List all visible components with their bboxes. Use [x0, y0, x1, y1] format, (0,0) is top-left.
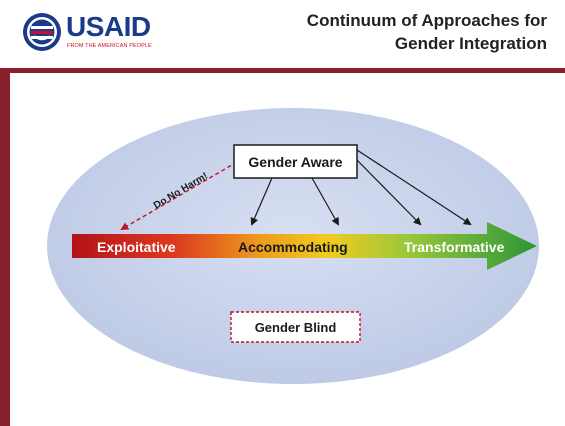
arrow-to-accommodating-left	[250, 177, 273, 226]
usaid-logo: USAID FROM THE AMERICAN PEOPLE	[22, 10, 162, 56]
gender-blind-label: Gender Blind	[255, 320, 337, 335]
continuum-label-accommodating: Accommodating	[238, 239, 348, 255]
continuum-label-transformative: Transformative	[404, 239, 505, 255]
usaid-seal-icon	[23, 13, 61, 51]
arrow-to-transformative-left	[356, 159, 422, 226]
dashed-arrow-to-exploitative	[120, 161, 238, 231]
logo-tagline: FROM THE AMERICAN PEOPLE	[67, 43, 152, 49]
arrow-to-transformative-right	[356, 149, 472, 226]
logo-wordmark: USAID	[66, 11, 151, 42]
arrow-to-accommodating-right	[311, 177, 339, 226]
header-divider	[0, 68, 565, 73]
title-line-1: Continuum of Approaches for	[306, 11, 547, 30]
gender-aware-box	[233, 144, 358, 179]
continuum-arrow	[72, 222, 537, 270]
page-title: Continuum of Approaches for Gender Integ…	[307, 9, 547, 55]
title-line-2: Gender Integration	[394, 34, 547, 53]
gender-aware-label: Gender Aware	[248, 154, 342, 170]
gender-blind-box	[230, 311, 361, 343]
continuum-label-exploitative: Exploitative	[97, 239, 176, 255]
left-accent-bar	[0, 73, 10, 426]
slide-header: USAID FROM THE AMERICAN PEOPLE Continuum…	[0, 0, 565, 68]
